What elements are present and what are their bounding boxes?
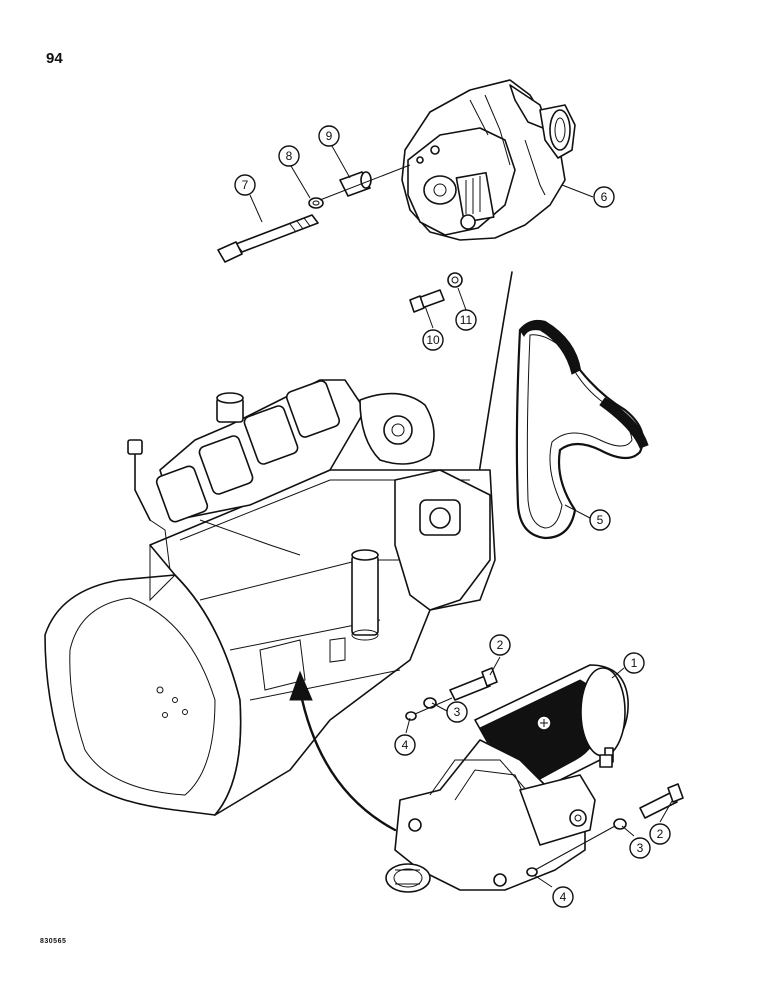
- svg-text:7: 7: [242, 178, 249, 192]
- svg-text:4: 4: [560, 890, 567, 904]
- serpentine-belt: [515, 319, 649, 540]
- callout-9: 9: [318, 125, 340, 147]
- engine: [44, 379, 496, 816]
- svg-text:5: 5: [597, 513, 604, 527]
- adjusting-bolt: [409, 289, 445, 313]
- svg-text:9: 9: [326, 129, 333, 143]
- callout-1: 1: [623, 652, 645, 674]
- svg-text:3: 3: [454, 705, 461, 719]
- flat-washer-upper: [423, 697, 437, 709]
- lock-washer: [308, 197, 324, 209]
- svg-text:3: 3: [637, 841, 644, 855]
- svg-text:8: 8: [286, 149, 293, 163]
- callout-8: 8: [278, 145, 300, 167]
- callout-2-lower: 2: [649, 823, 671, 845]
- callout-6: 6: [593, 186, 615, 208]
- svg-text:4: 4: [402, 738, 409, 752]
- adjusting-nut: [447, 272, 463, 288]
- callout-4-lower: 4: [552, 886, 574, 908]
- svg-text:11: 11: [460, 313, 473, 327]
- starter-bolt-lower: [639, 783, 684, 819]
- svg-text:2: 2: [657, 827, 664, 841]
- callout-5: 5: [589, 509, 611, 531]
- alternator-mounting-bolt: [217, 214, 319, 263]
- starter-bolt-upper: [449, 667, 498, 701]
- alternator: [401, 79, 576, 241]
- drawing-code: 830565: [40, 938, 67, 945]
- lock-washer-upper: [405, 711, 417, 721]
- callout-10: 10: [422, 329, 444, 351]
- spacer-sleeve: [339, 171, 372, 197]
- callout-7: 7: [234, 174, 256, 196]
- svg-text:10: 10: [426, 333, 440, 347]
- starter-motor: [385, 664, 629, 893]
- svg-text:6: 6: [601, 190, 608, 204]
- callout-3-upper: 3: [446, 701, 468, 723]
- callout-4-upper: 4: [394, 734, 416, 756]
- page-number: 94: [46, 50, 63, 67]
- callout-3-lower: 3: [629, 837, 651, 859]
- callout-11: 11: [455, 309, 477, 331]
- lock-washer-lower: [526, 867, 538, 877]
- callout-2-upper: 2: [489, 634, 511, 656]
- svg-text:2: 2: [497, 638, 504, 652]
- svg-text:1: 1: [631, 656, 638, 670]
